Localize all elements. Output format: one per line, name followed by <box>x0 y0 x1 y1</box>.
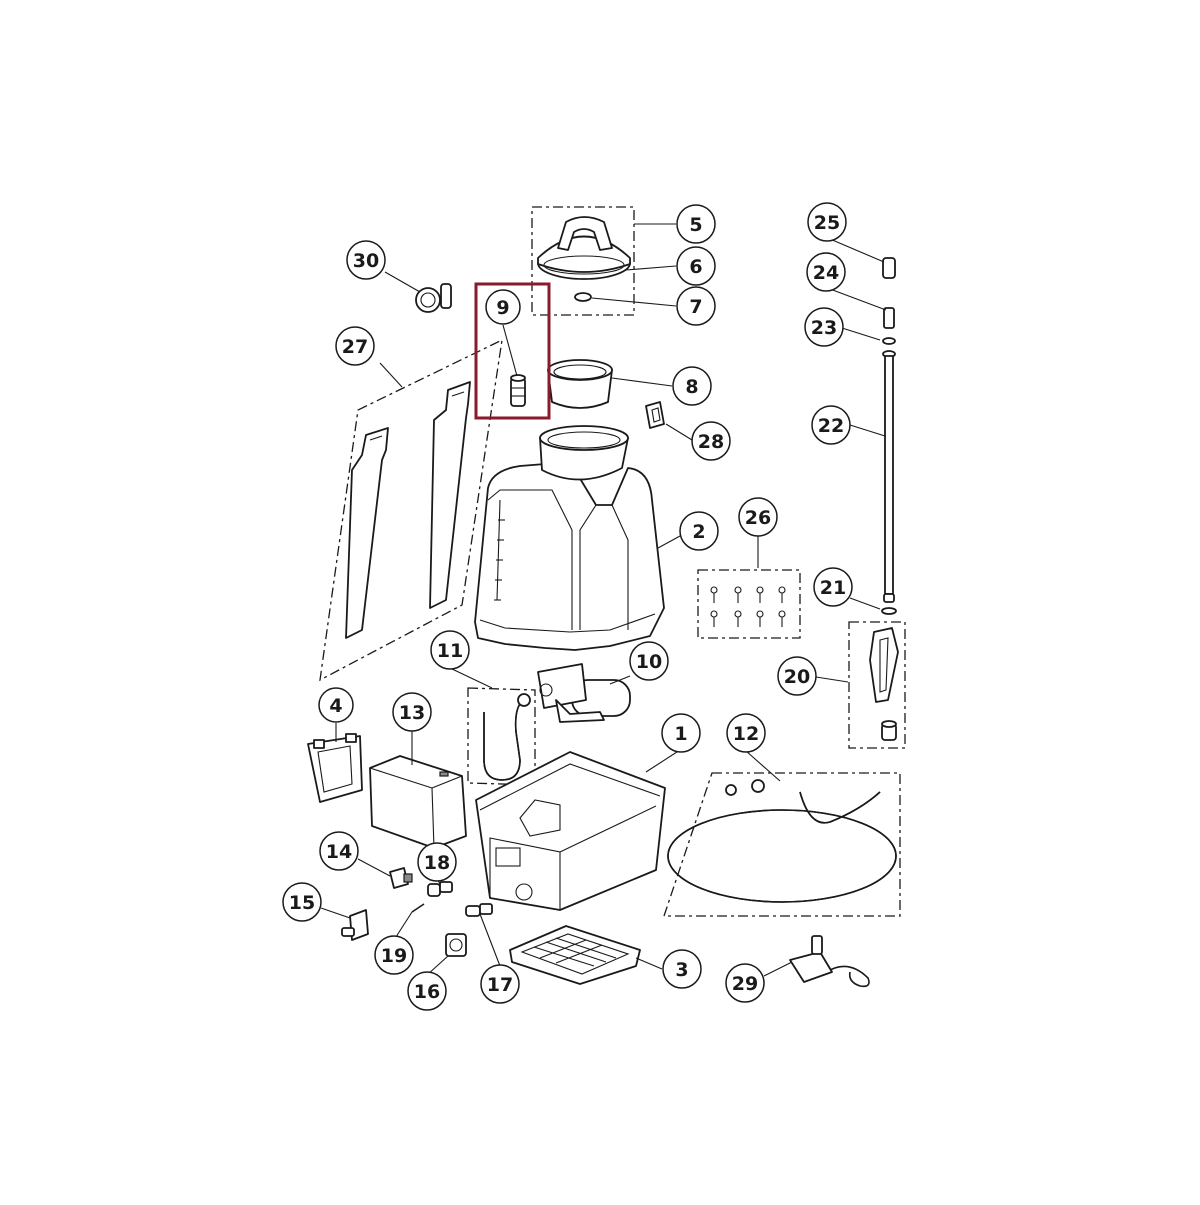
callout-8: 8 <box>672 366 712 406</box>
part-battery <box>369 755 467 849</box>
callout-label-6: 6 <box>689 256 702 278</box>
callout-label-26: 26 <box>745 507 771 529</box>
callout-16: 16 <box>407 971 447 1011</box>
callout-label-27: 27 <box>342 336 368 358</box>
callout-3: 3 <box>662 949 702 989</box>
part-pump <box>537 663 631 723</box>
callout-15: 15 <box>282 882 322 922</box>
callout-label-18: 18 <box>424 852 450 874</box>
part-screws <box>697 569 801 639</box>
callout-13: 13 <box>392 692 432 732</box>
callout-6: 6 <box>676 246 716 286</box>
part-base-housing <box>475 751 666 911</box>
callout-label-20: 20 <box>784 666 810 688</box>
callout-30: 30 <box>346 240 386 280</box>
callout-label-12: 12 <box>733 723 759 745</box>
part-clip <box>645 401 665 429</box>
callout-17: 17 <box>480 964 520 1004</box>
part-filter-ring <box>547 359 613 409</box>
callout-27: 27 <box>335 326 375 366</box>
part-straps <box>319 338 503 682</box>
callout-12: 12 <box>726 713 766 753</box>
callout-28: 28 <box>691 421 731 461</box>
callout-2: 2 <box>679 511 719 551</box>
part-knob <box>445 933 467 957</box>
callout-14: 14 <box>319 831 359 871</box>
callout-label-1: 1 <box>674 723 687 745</box>
part-switch <box>389 867 413 889</box>
leader-lines <box>320 223 887 977</box>
callout-label-29: 29 <box>732 973 758 995</box>
callout-21: 21 <box>813 567 853 607</box>
callout-25: 25 <box>807 202 847 242</box>
part-charger <box>789 935 870 988</box>
callout-label-7: 7 <box>689 296 702 318</box>
callout-label-19: 19 <box>381 945 407 967</box>
callout-26: 26 <box>738 497 778 537</box>
part-base-plate <box>509 925 641 985</box>
callout-9: 9 <box>485 289 521 325</box>
callout-18: 18 <box>417 842 457 882</box>
callout-label-2: 2 <box>692 521 705 543</box>
callout-20: 20 <box>777 656 817 696</box>
callout-11: 11 <box>430 630 470 670</box>
callout-label-25: 25 <box>814 212 840 234</box>
callout-label-14: 14 <box>326 841 352 863</box>
part-battery-bracket <box>307 733 363 803</box>
callout-label-11: 11 <box>437 640 463 662</box>
callout-label-15: 15 <box>289 892 315 914</box>
callout-29: 29 <box>725 963 765 1003</box>
callout-label-16: 16 <box>414 981 440 1003</box>
callout-label-8: 8 <box>685 376 698 398</box>
callout-1: 1 <box>661 713 701 753</box>
part-tank <box>474 425 665 651</box>
callout-label-10: 10 <box>636 651 662 673</box>
callout-label-13: 13 <box>399 702 425 724</box>
callout-label-28: 28 <box>698 431 724 453</box>
callout-4: 4 <box>318 687 354 723</box>
callout-label-4: 4 <box>329 695 342 717</box>
part-connector <box>341 909 369 941</box>
part-lid-group <box>531 206 635 316</box>
callout-label-9: 9 <box>496 297 509 319</box>
callout-label-3: 3 <box>675 959 688 981</box>
highlight-box <box>474 282 551 420</box>
part-gauge <box>415 283 452 313</box>
callout-22: 22 <box>811 405 851 445</box>
part-hose <box>467 687 536 786</box>
part-lance <box>881 257 897 615</box>
callout-label-30: 30 <box>353 250 379 272</box>
callout-label-21: 21 <box>820 577 846 599</box>
callout-label-17: 17 <box>487 974 513 996</box>
callout-label-24: 24 <box>813 262 839 284</box>
callout-label-23: 23 <box>811 317 837 339</box>
part-fittings <box>411 881 493 917</box>
callout-5: 5 <box>676 204 716 244</box>
callout-label-22: 22 <box>818 415 844 437</box>
callout-7: 7 <box>676 286 716 326</box>
part-trigger-handle <box>848 621 906 749</box>
part-hose-loop <box>663 772 901 917</box>
callout-24: 24 <box>806 252 846 292</box>
part-small-filter <box>510 374 526 407</box>
callout-19: 19 <box>374 935 414 975</box>
callout-23: 23 <box>804 307 844 347</box>
callout-label-5: 5 <box>689 214 702 236</box>
callout-10: 10 <box>629 641 669 681</box>
